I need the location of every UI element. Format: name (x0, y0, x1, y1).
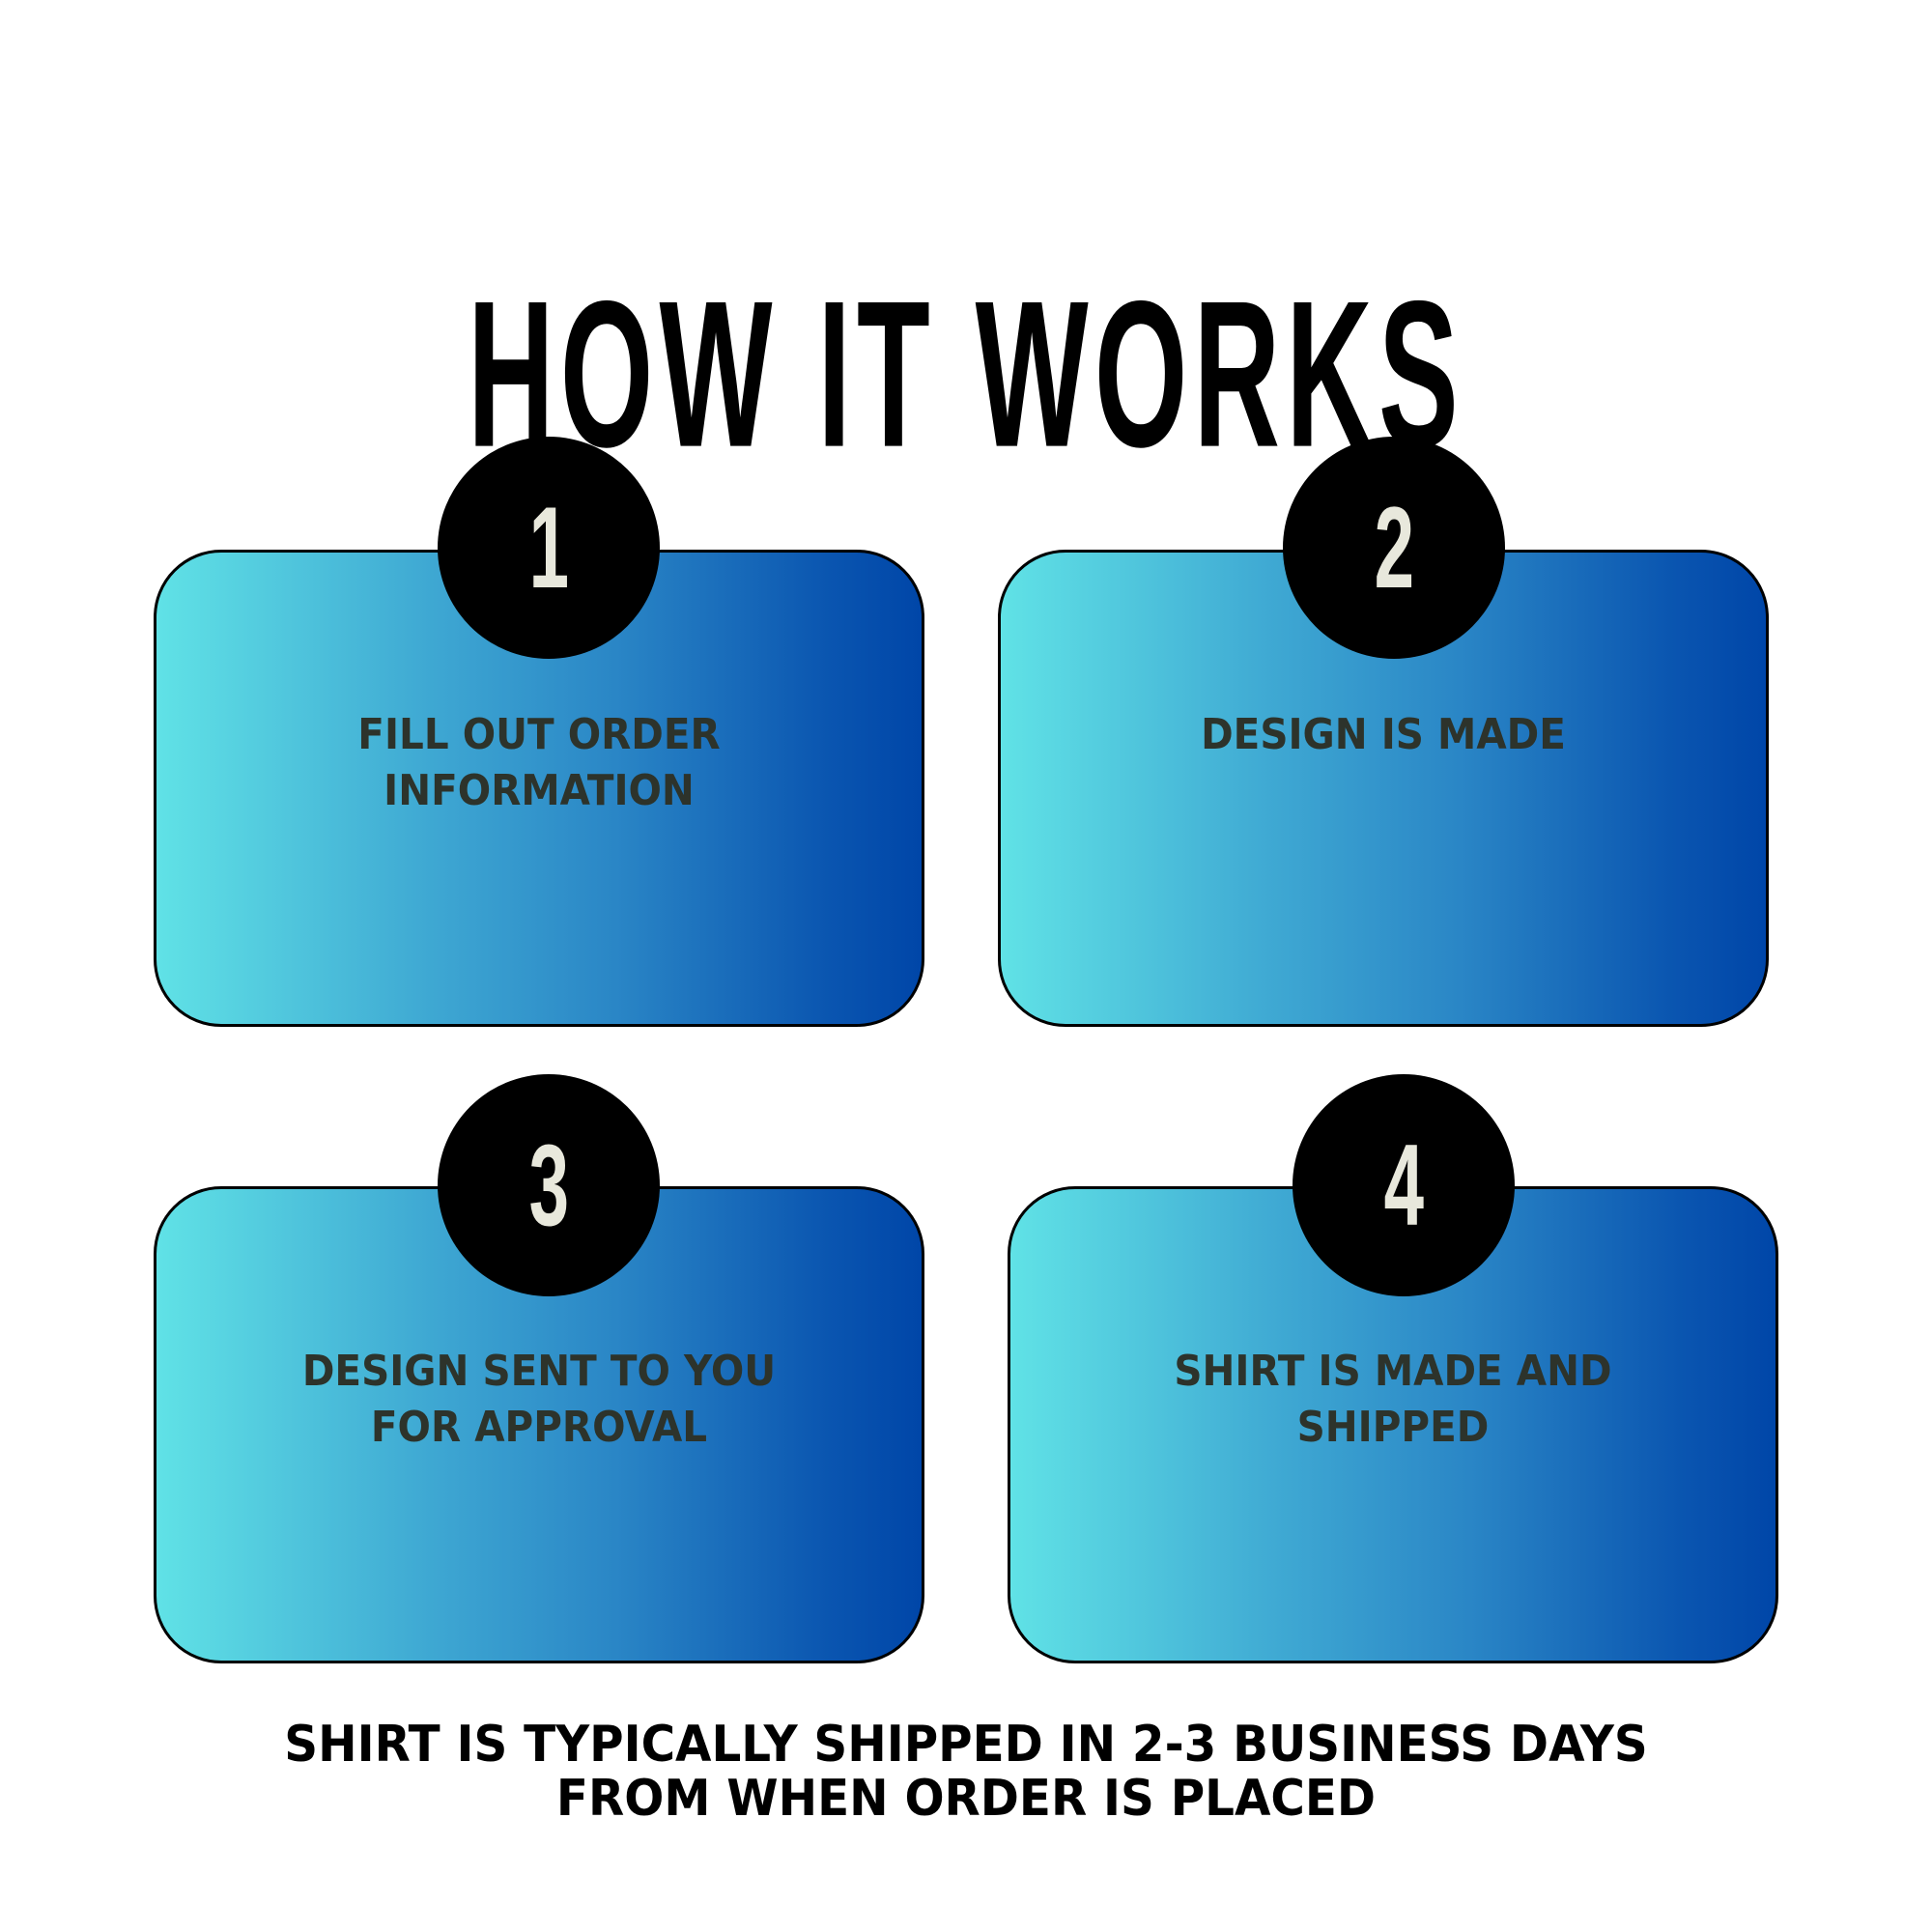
step-3-number-badge: 3 (438, 1074, 660, 1296)
step-2-number: 2 (1374, 483, 1414, 612)
step-4-number: 4 (1383, 1121, 1424, 1250)
step-4-number-badge: 4 (1293, 1074, 1515, 1296)
step-1-text: FILL OUT ORDER INFORMATION (357, 710, 721, 815)
step-2-number-badge: 2 (1283, 437, 1505, 659)
step-1-number: 1 (528, 483, 569, 612)
shipping-note-line-1: SHIRT IS TYPICALLY SHIPPED IN 2-3 BUSINE… (284, 1716, 1648, 1774)
step-4-text: SHIRT IS MADE AND SHIPPED (1174, 1347, 1612, 1452)
step-2-text: DESIGN IS MADE (1201, 710, 1566, 759)
page-title: HOW IT WORKS (468, 258, 1464, 492)
shipping-note: SHIRT IS TYPICALLY SHIPPED IN 2-3 BUSINE… (68, 1718, 1864, 1826)
shipping-note-line-2: FROM WHEN ORDER IS PLACED (555, 1770, 1377, 1828)
step-3-text: DESIGN SENT TO YOU FOR APPROVAL (301, 1347, 777, 1452)
step-3-number: 3 (528, 1121, 569, 1250)
step-1-number-badge: 1 (438, 437, 660, 659)
